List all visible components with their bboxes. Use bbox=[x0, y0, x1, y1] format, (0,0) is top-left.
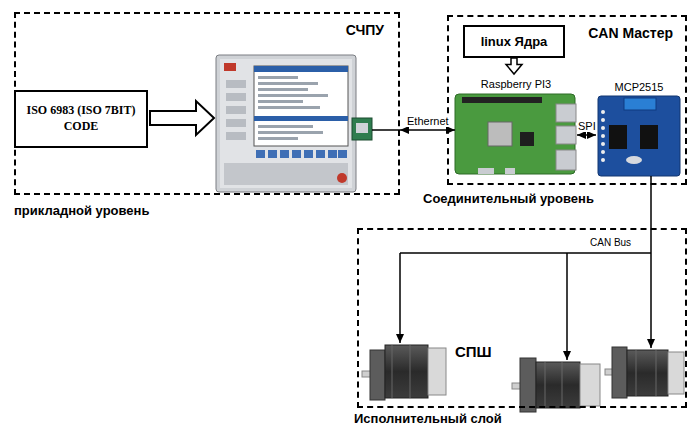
board-node: MCP2515 bbox=[596, 80, 682, 176]
can-bus-wire bbox=[400, 228, 651, 360]
ethernet-connector bbox=[352, 118, 400, 140]
hollow-arrow bbox=[506, 58, 522, 74]
node-text: Raspberry PI3 bbox=[455, 78, 577, 90]
stepper-motor bbox=[362, 345, 446, 400]
process-box: linux Ядра bbox=[463, 25, 565, 58]
edge-label: SPI bbox=[577, 120, 597, 132]
node-caption: прикладной уровень bbox=[14, 203, 149, 218]
cnc-panel bbox=[216, 55, 356, 192]
node-text: MCP2515 bbox=[596, 81, 682, 93]
node-text: CAN Мастер bbox=[588, 25, 673, 41]
node-text: СЧПУ bbox=[346, 22, 384, 38]
region-box: СЧПУприкладной уровеньISO 6983 (ISO 7BIT… bbox=[14, 12, 400, 195]
node-caption: Соединительный уровень bbox=[423, 191, 594, 206]
raspberry-pi-board bbox=[455, 94, 576, 174]
bus-label: CAN Bus bbox=[590, 237, 631, 248]
region-box: Исполнительный слой bbox=[357, 228, 687, 408]
component-label: СПШ bbox=[455, 343, 492, 360]
board-node: Raspberry PI3 bbox=[455, 74, 577, 176]
node-text: Исполнительный слой bbox=[354, 411, 502, 426]
node-text: linux Ядра bbox=[481, 34, 548, 49]
spi-link bbox=[577, 134, 596, 136]
mcp2515-board bbox=[598, 96, 680, 176]
node-text: ISO 6983 (ISO 7BIT) CODE bbox=[19, 103, 143, 134]
edge-label: Ethernet bbox=[406, 115, 450, 127]
hollow-arrow bbox=[150, 101, 214, 135]
process-box: ISO 6983 (ISO 7BIT) CODE bbox=[14, 90, 148, 148]
stepper-motor bbox=[605, 347, 684, 398]
region-box: CAN МастерСоединительный уровеньlinux Яд… bbox=[447, 15, 687, 185]
stepper-motor bbox=[512, 358, 600, 412]
